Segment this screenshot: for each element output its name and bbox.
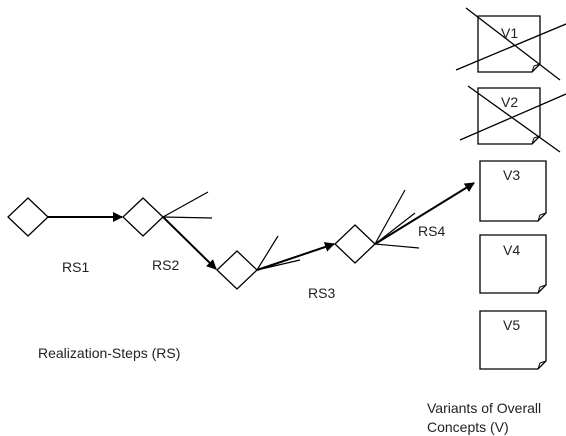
cross-line — [455, 23, 566, 71]
step-label-rs3: RS3 — [308, 285, 335, 301]
variant-box-2: V2 — [459, 85, 566, 153]
variant-box-3: V3 — [479, 160, 547, 222]
variant-label-v4: V4 — [503, 242, 520, 258]
variant-box-4: V4 — [479, 234, 547, 294]
step-node-1 — [7, 197, 49, 237]
arrow-rs2 — [162, 216, 217, 270]
legend-realization-steps: Realization-Steps (RS) — [38, 345, 180, 361]
variant-box-5: V5 — [479, 310, 547, 370]
cross-line — [459, 93, 566, 141]
step-label-rs4: RS4 — [418, 223, 445, 239]
branch-fan-2 — [162, 191, 213, 219]
step-label-rs2: RS2 — [152, 257, 179, 273]
arrow-rs4 — [374, 182, 475, 245]
step-node-3 — [216, 250, 258, 290]
legend-variants-line-1: Variants of Overall — [427, 400, 541, 416]
variant-box-1: V1 — [455, 7, 566, 81]
variant-label-v3: V3 — [503, 167, 520, 183]
variant-label-v2: V2 — [501, 94, 518, 110]
variant-label-v5: V5 — [503, 317, 520, 333]
step-label-rs1: RS1 — [62, 259, 89, 275]
legend-variants-line-2: Concepts (V) — [427, 419, 509, 435]
step-node-2 — [122, 197, 164, 237]
arrow-rs3 — [256, 242, 335, 271]
variant-label-v1: V1 — [501, 25, 518, 41]
branch-fan-4 — [374, 189, 420, 249]
cross-line — [465, 7, 561, 81]
cross-line — [467, 85, 561, 153]
step-node-4 — [334, 224, 376, 264]
branch-fan-3 — [256, 235, 301, 271]
